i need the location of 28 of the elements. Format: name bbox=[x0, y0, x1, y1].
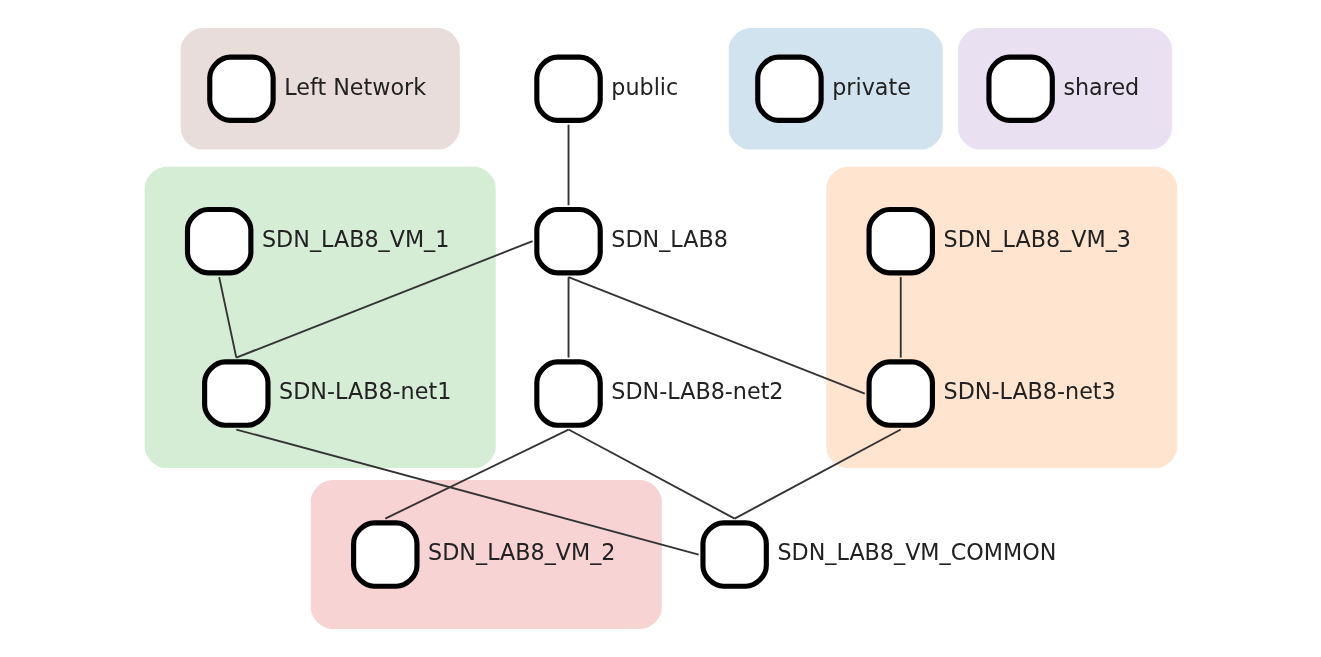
connector bbox=[567, 123, 569, 207]
connector bbox=[567, 428, 736, 520]
node-label: SDN_LAB8 bbox=[610, 225, 728, 252]
connector bbox=[234, 428, 700, 556]
node-label: Left Network bbox=[283, 73, 426, 100]
connector bbox=[234, 240, 533, 359]
connector bbox=[383, 428, 569, 520]
cluster bbox=[310, 480, 662, 630]
cluster bbox=[180, 27, 460, 150]
node-label: SDN_LAB8_VM_2 bbox=[427, 539, 616, 566]
connector bbox=[733, 428, 902, 520]
connector bbox=[567, 276, 866, 395]
node-label: shared bbox=[1062, 73, 1139, 100]
node-label: SDN_LAB8_VM_3 bbox=[943, 225, 1131, 252]
node-label: SDN-LAB8-net2 bbox=[610, 378, 784, 405]
node-label: SDN-LAB8-net3 bbox=[943, 378, 1116, 405]
node-label: SDN_LAB8_VM_COMMON bbox=[776, 539, 1056, 566]
cluster bbox=[144, 166, 496, 469]
connector bbox=[217, 276, 237, 359]
node-label: private bbox=[831, 73, 911, 100]
cluster bbox=[957, 27, 1172, 150]
connector bbox=[899, 276, 902, 359]
node-label: SDN_LAB8_VM_1 bbox=[261, 225, 449, 252]
cluster bbox=[825, 166, 1177, 469]
connector bbox=[567, 276, 569, 359]
cluster bbox=[728, 27, 943, 150]
node-label: public bbox=[610, 73, 678, 100]
node-label: SDN-LAB8-net1 bbox=[278, 378, 451, 405]
